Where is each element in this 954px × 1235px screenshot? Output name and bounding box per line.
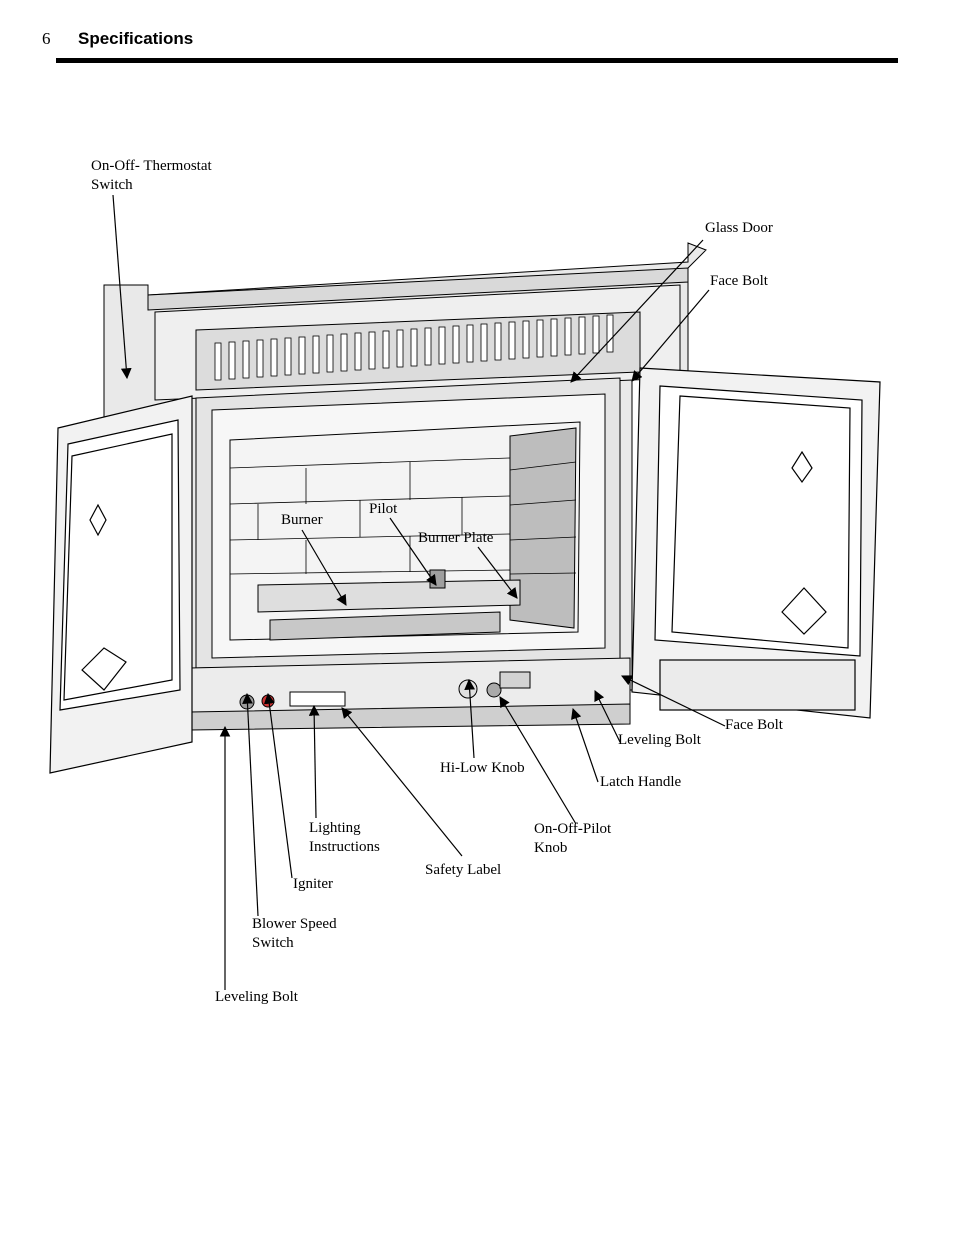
callout-burner: Burner — [281, 512, 323, 528]
top-louvers — [214, 314, 614, 381]
left-door — [49, 395, 193, 774]
section-title: Specifications — [78, 29, 194, 48]
callout-glass-door: Glass Door — [705, 220, 773, 236]
callout-thermostat-switch: On-Off- Thermostat Switch — [91, 158, 212, 193]
callout-pilot: Pilot — [369, 501, 398, 517]
callout-safety-label: Safety Label — [425, 862, 502, 878]
callout-burner-plate: Burner Plate — [418, 530, 494, 546]
callout-blower-speed-switch: Blower Speed Switch — [252, 916, 337, 951]
callout-hi-low-knob: Hi-Low Knob — [440, 760, 525, 776]
callout-igniter: Igniter — [293, 876, 333, 892]
callout-face-bolt-right: Face Bolt — [725, 717, 783, 733]
callout-face-bolt-top: Face Bolt — [710, 273, 768, 289]
brick-pattern — [229, 457, 577, 575]
control-area — [189, 657, 631, 731]
callout-leveling-bolt-left: Leveling Bolt — [215, 989, 298, 1005]
burner-assembly — [257, 569, 521, 641]
callout-lighting-instructions: Lighting Instructions — [309, 820, 380, 855]
right-door — [631, 367, 881, 719]
callout-on-off-pilot-knob: On-Off-Pilot Knob — [534, 821, 612, 856]
callout-latch-handle: Latch Handle — [600, 774, 682, 790]
page-number: 6 — [42, 29, 51, 48]
header-rule — [56, 58, 898, 63]
callout-leveling-bolt-right: Leveling Bolt — [618, 732, 701, 748]
callout-leaders — [112, 194, 726, 990]
